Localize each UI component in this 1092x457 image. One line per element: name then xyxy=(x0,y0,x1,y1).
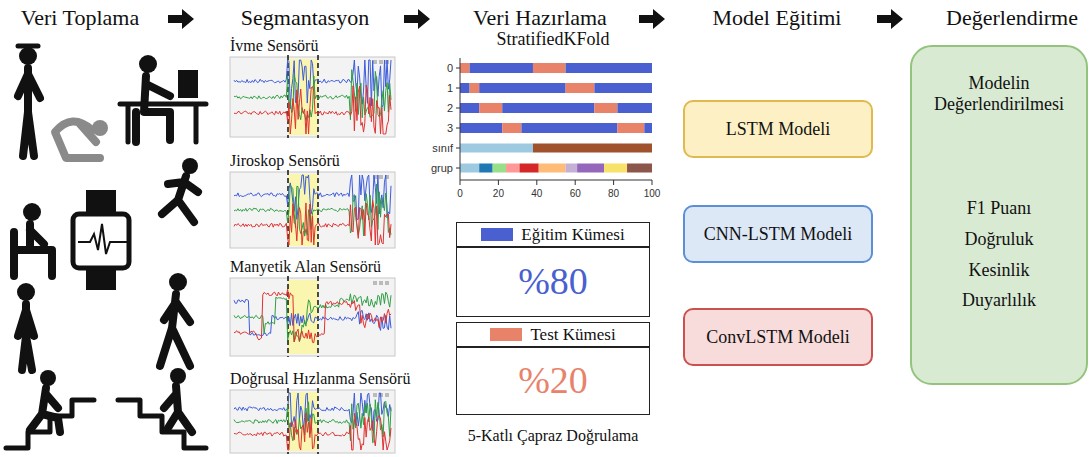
legend-text: Test Kümesi xyxy=(530,325,615,345)
metric-name: Duyarlılık xyxy=(962,290,1036,311)
model-box: LSTM Modeli xyxy=(683,100,873,158)
axis-tick: 0 xyxy=(447,62,453,74)
sensor-plot xyxy=(230,276,395,357)
metric-name: F1 Puanı xyxy=(967,198,1032,219)
sensor-title: Doğrusal Hızlanma Sensörü xyxy=(230,370,410,388)
axis-tick: 40 xyxy=(531,188,542,199)
smart-watch xyxy=(73,190,129,290)
caption-note: 5-Katlı Çapraz Doğrulama xyxy=(468,427,639,445)
sensor-title: İvme Sensörü xyxy=(230,37,318,55)
split-percent: %80 xyxy=(518,260,588,304)
model-box: ConvLSTM Modeli xyxy=(683,308,873,366)
sensor-plot xyxy=(230,55,395,138)
sensor-plot xyxy=(230,388,395,454)
axis-tick: 1 xyxy=(447,82,453,94)
activity-figures xyxy=(6,46,206,448)
split-box: %80 xyxy=(456,247,650,317)
axis-tick: 20 xyxy=(493,188,504,199)
metric-name: Kesinlik xyxy=(969,260,1030,281)
sensor-plot xyxy=(230,170,395,249)
axis-tick: sınıf xyxy=(432,142,453,154)
model-name: ConvLSTM Modeli xyxy=(706,327,850,348)
stage-heading: Segmantasyon xyxy=(241,6,369,30)
split-percent: %20 xyxy=(518,359,588,403)
axis-tick: 3 xyxy=(447,122,453,134)
chart-title: StratifiedKFold xyxy=(497,30,610,50)
legend-item: Eğitim Kümesi xyxy=(456,222,650,247)
sensor-title: Manyetik Alan Sensörü xyxy=(230,258,381,276)
sensor-title: Jiroskop Sensörü xyxy=(230,152,340,170)
model-name: CNN-LSTM Modeli xyxy=(704,224,853,245)
panel-heading: Modelin Değerlendirilmesi xyxy=(922,73,1076,114)
stage-heading: Model Eğitimi xyxy=(713,6,842,30)
model-name: LSTM Modeli xyxy=(726,119,831,140)
metric-name: Doğruluk xyxy=(965,229,1034,250)
legend-item: Test Kümesi xyxy=(456,322,650,347)
stage-heading: Veri Hazırlama xyxy=(473,6,607,30)
stage-heading: Değerlendirme xyxy=(946,6,1078,30)
stage-heading: Veri Toplama xyxy=(21,6,139,30)
legend-swatch xyxy=(490,328,522,341)
legend-text: Eğitim Kümesi xyxy=(521,225,624,245)
evaluation-panel: Modelin Değerlendirilmesi F1 PuanıDoğrulu… xyxy=(910,45,1088,385)
fold-chart xyxy=(456,58,652,185)
axis-tick: 60 xyxy=(570,188,581,199)
split-box: %20 xyxy=(456,347,650,415)
legend-swatch xyxy=(481,228,513,241)
axis-tick: 80 xyxy=(608,188,619,199)
axis-tick: 2 xyxy=(447,102,453,114)
axis-tick: 100 xyxy=(644,188,661,199)
axis-tick: grup xyxy=(431,162,453,174)
axis-tick: 0 xyxy=(457,188,463,199)
model-box: CNN-LSTM Modeli xyxy=(683,205,873,263)
